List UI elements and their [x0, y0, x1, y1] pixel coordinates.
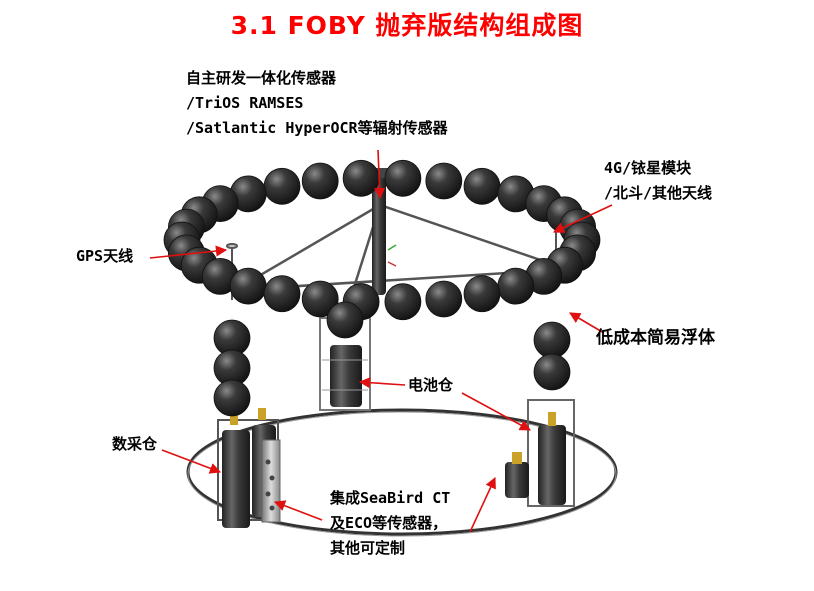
sensor-label-line-3: /Satlantic HyperOCR等辐射传感器 [186, 119, 448, 137]
float-sphere [301, 162, 339, 200]
daq-label: 数采仓 [112, 435, 158, 453]
sensor-label-line-1: 自主研发一体化传感器 [186, 69, 337, 87]
float-sphere [497, 267, 535, 305]
antenna-label-line-2: /北斗/其他天线 [604, 184, 713, 202]
float-sphere [342, 159, 380, 197]
float-sphere [425, 162, 463, 200]
sensor-label-line-2: /TriOS RAMSES [186, 94, 304, 112]
ct-label-line-2: 及ECO等传感器， [330, 514, 448, 532]
float-label: 低成本简易浮体 [596, 328, 715, 348]
float-sphere [533, 321, 571, 359]
float-sphere [301, 280, 339, 318]
antenna-label: 4G/铱星模块 /北斗/其他天线 [604, 156, 712, 206]
float-sphere [263, 167, 301, 205]
float-sphere [213, 379, 251, 417]
annotation-arrows [149, 149, 613, 533]
float-sphere [384, 159, 422, 197]
ct-sensor-label: 集成SeaBird CT 及ECO等传感器， 其他可定制 [330, 486, 450, 561]
antenna-label-line-1: 4G/铱星模块 [604, 159, 692, 177]
page-title: 3.1 FOBY 抛弃版结构组成图 [230, 11, 584, 40]
float-sphere [326, 301, 364, 339]
float-sphere [425, 280, 463, 318]
ct-label-line-1: 集成SeaBird CT [330, 489, 451, 507]
bottom-ring [186, 408, 618, 537]
battery-label: 电池仓 [408, 376, 454, 394]
ct-sensor-assembly [505, 399, 575, 507]
sensor-label: 自主研发一体化传感器 /TriOS RAMSES /Satlantic Hype… [186, 66, 448, 141]
daq-cabin-assembly [217, 408, 281, 528]
float-sphere [463, 167, 501, 205]
ct-label-line-3: 其他可定制 [330, 539, 406, 557]
float-sphere [533, 353, 571, 391]
gps-antenna-label: GPS天线 [76, 247, 134, 265]
float-sphere [263, 275, 301, 313]
float-sphere [384, 283, 422, 321]
float-sphere [229, 267, 267, 305]
float-sphere [463, 275, 501, 313]
float-spheres [163, 159, 601, 417]
